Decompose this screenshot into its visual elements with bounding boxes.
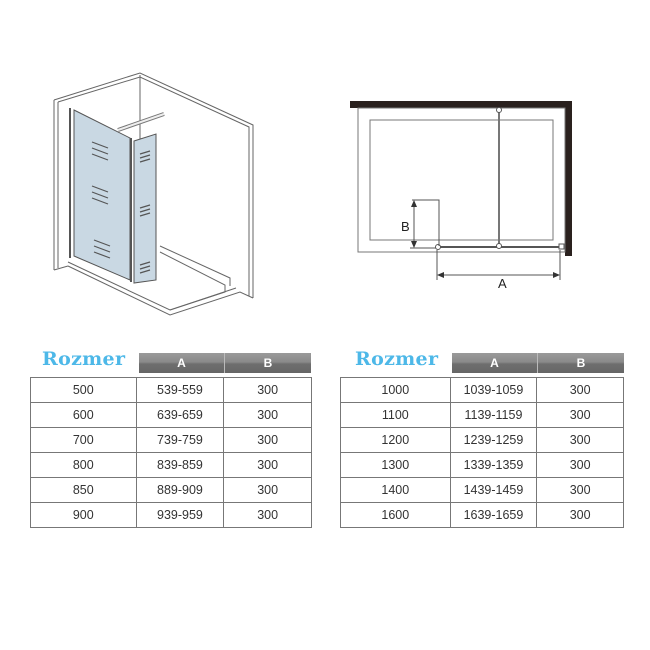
header-b: B bbox=[225, 353, 311, 373]
dimension-b-label: B bbox=[401, 219, 410, 234]
header-a: A bbox=[452, 353, 538, 373]
header-a: A bbox=[139, 353, 225, 373]
table-header-right: A B bbox=[452, 353, 624, 373]
shower-plan-diagram: B A bbox=[350, 101, 572, 291]
header-b: B bbox=[538, 353, 624, 373]
shower-perspective-diagram bbox=[53, 72, 254, 316]
table-title-left: Rozmer bbox=[42, 348, 126, 370]
dimension-a-label: A bbox=[498, 276, 507, 291]
table-header-left: A B bbox=[139, 353, 311, 373]
table-title-right: Rozmer bbox=[355, 348, 439, 370]
